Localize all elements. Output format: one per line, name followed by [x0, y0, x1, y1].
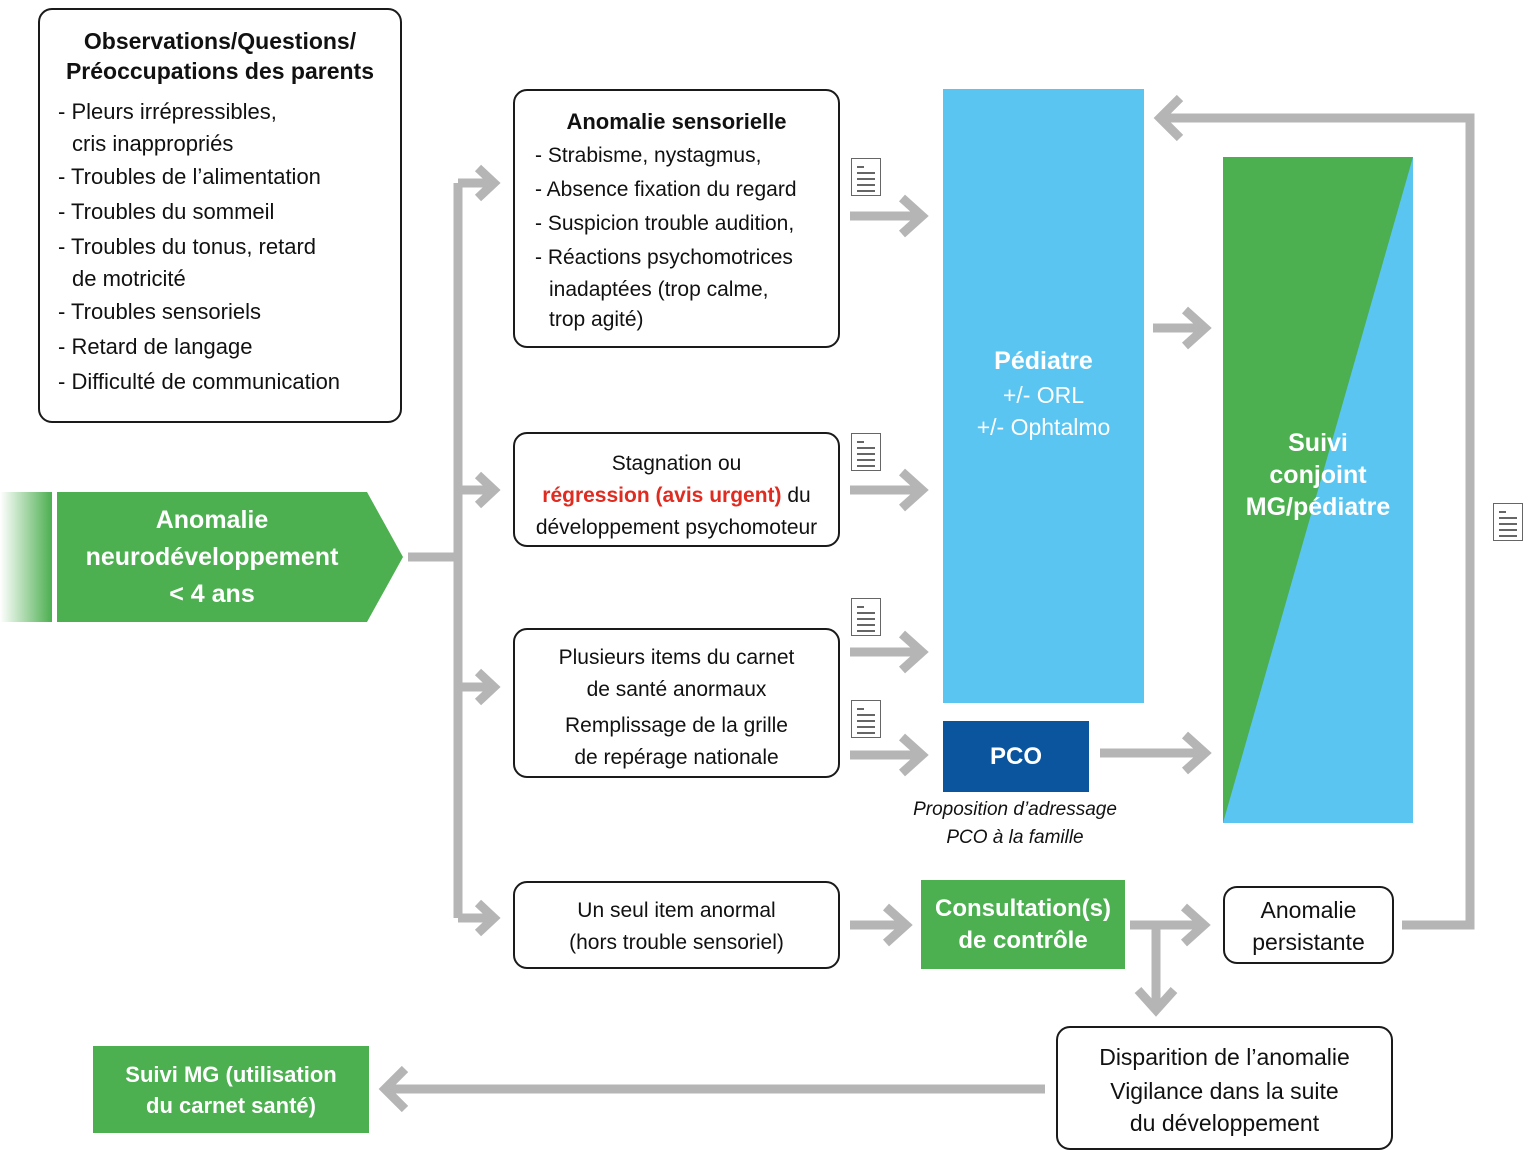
pco-caption-line2: PCO à la famille	[946, 827, 1084, 848]
pco-caption: Proposition d’adressage PCO à la famille	[890, 796, 1140, 852]
observation-item: - Troubles du sommeil	[58, 199, 275, 224]
start-arrow-tip	[367, 492, 403, 622]
plusieurs-line2: de santé anormaux	[586, 678, 767, 701]
persistante-box: Anomalie persistante	[1223, 886, 1394, 964]
sensorielle-item: trop agité)	[549, 308, 644, 331]
pco-label: PCO	[989, 742, 1042, 770]
pco-box: PCO	[943, 721, 1089, 792]
stagnation-line3: développement psychomoteur	[535, 516, 818, 539]
arrow-persist-loop-to-ped	[1160, 113, 1475, 930]
disparition-line2: Vigilance dans la suite	[1110, 1078, 1339, 1104]
observations-title-line1: Observations/Questions/	[83, 28, 357, 54]
start-line2: neurodéveloppement	[85, 542, 339, 571]
suivi-conjoint-label: Suivi conjoint MG/pédiatre	[1223, 427, 1413, 523]
document-icon	[851, 598, 881, 636]
sensorielle-title: Anomalie sensorielle	[566, 109, 787, 134]
pediatre-block: Pédiatre +/- ORL +/- Ophtalmo	[943, 89, 1144, 703]
sensorielle-item: - Absence fixation du regard	[535, 178, 797, 201]
stagnation-line2: régression (avis urgent) du	[515, 480, 838, 512]
sensorielle-item: - Suspicion trouble audition,	[535, 212, 795, 235]
suivi-conjoint-line1: Suivi	[1288, 429, 1348, 457]
pediatre-title: Pédiatre	[994, 347, 1093, 375]
observation-item: - Pleurs irrépressibles,	[58, 99, 277, 124]
document-icon	[851, 433, 881, 471]
start-block	[57, 492, 367, 622]
observations-box: Observations/Questions/ Préoccupations d…	[38, 8, 402, 423]
pediatre-line3: +/- Ophtalmo	[976, 414, 1111, 440]
seul-line1: Un seul item anormal	[577, 899, 776, 922]
suivi-mg-line1: Suivi MG (utilisation	[125, 1061, 337, 1087]
pediatre-line2: +/- ORL	[1002, 382, 1085, 408]
start-gradient-tail	[0, 492, 52, 622]
plusieurs-line3: Remplissage de la grille	[565, 714, 788, 737]
observation-item: - Troubles sensoriels	[58, 299, 261, 324]
pco-caption-line1: Proposition d’adressage	[913, 799, 1117, 820]
persistante-line2: persistante	[1252, 929, 1365, 955]
consultation-line2: de contrôle	[958, 926, 1088, 954]
suivi-conjoint-block	[1223, 157, 1413, 823]
observation-item: de motricité	[72, 266, 186, 291]
observations-title: Observations/Questions/ Préoccupations d…	[40, 26, 400, 86]
suivi-mg-box: Suivi MG (utilisation du carnet santé)	[93, 1046, 369, 1133]
observations-list: - Pleurs irrépressibles, cris inappropri…	[58, 94, 400, 399]
observation-item: - Troubles de l’alimentation	[58, 164, 321, 189]
persistante-line1: Anomalie	[1260, 897, 1357, 923]
disparition-line1: Disparition de l’anomalie	[1099, 1044, 1350, 1070]
stagnation-box: Stagnation ou régression (avis urgent) d…	[513, 432, 840, 547]
seul-item-box: Un seul item anormal (hors trouble senso…	[513, 881, 840, 969]
sensorielle-item: - Strabisme, nystagmus,	[535, 144, 762, 167]
plusieurs-line1: Plusieurs items du carnet	[558, 646, 795, 669]
observation-item: - Troubles du tonus, retard	[58, 234, 317, 259]
document-icon	[851, 700, 881, 738]
plusieurs-line4: de repérage nationale	[574, 746, 779, 769]
plusieurs-items-box: Plusieurs items du carnet de santé anorm…	[513, 628, 840, 778]
observation-item: - Difficulté de communication	[58, 369, 341, 394]
sensorielle-box: Anomalie sensorielle - Strabisme, nystag…	[513, 89, 840, 348]
disparition-box: Disparition de l’anomalie Vigilance dans…	[1056, 1026, 1393, 1150]
stagnation-line1: Stagnation ou	[611, 452, 742, 475]
document-icon	[1493, 503, 1523, 541]
start-line1: Anomalie	[155, 505, 269, 534]
consultation-box: Consultation(s) de contrôle	[921, 880, 1125, 969]
observations-title-line2: Préoccupations des parents	[65, 58, 375, 84]
observation-item: - Retard de langage	[58, 334, 253, 359]
start-label: Anomalie neurodéveloppement < 4 ans	[57, 492, 367, 622]
consultation-line1: Consultation(s)	[935, 894, 1111, 922]
suivi-conjoint-line2: conjoint	[1269, 461, 1367, 489]
stagnation-line2-rest: du	[781, 484, 811, 507]
observation-item: cris inappropriés	[72, 131, 234, 156]
suivi-conjoint-line3: MG/pédiatre	[1245, 493, 1391, 521]
seul-line2: (hors trouble sensoriel)	[569, 931, 784, 954]
urgent-label: régression (avis urgent)	[542, 484, 782, 507]
suivi-mg-line2: du carnet santé)	[146, 1092, 316, 1118]
document-icon	[851, 158, 881, 196]
disparition-line3: du développement	[1129, 1110, 1320, 1136]
sensorielle-item: - Réactions psychomotrices	[535, 246, 793, 269]
sensorielle-item: inadaptées (trop calme,	[549, 278, 769, 301]
start-line3: < 4 ans	[169, 579, 255, 608]
